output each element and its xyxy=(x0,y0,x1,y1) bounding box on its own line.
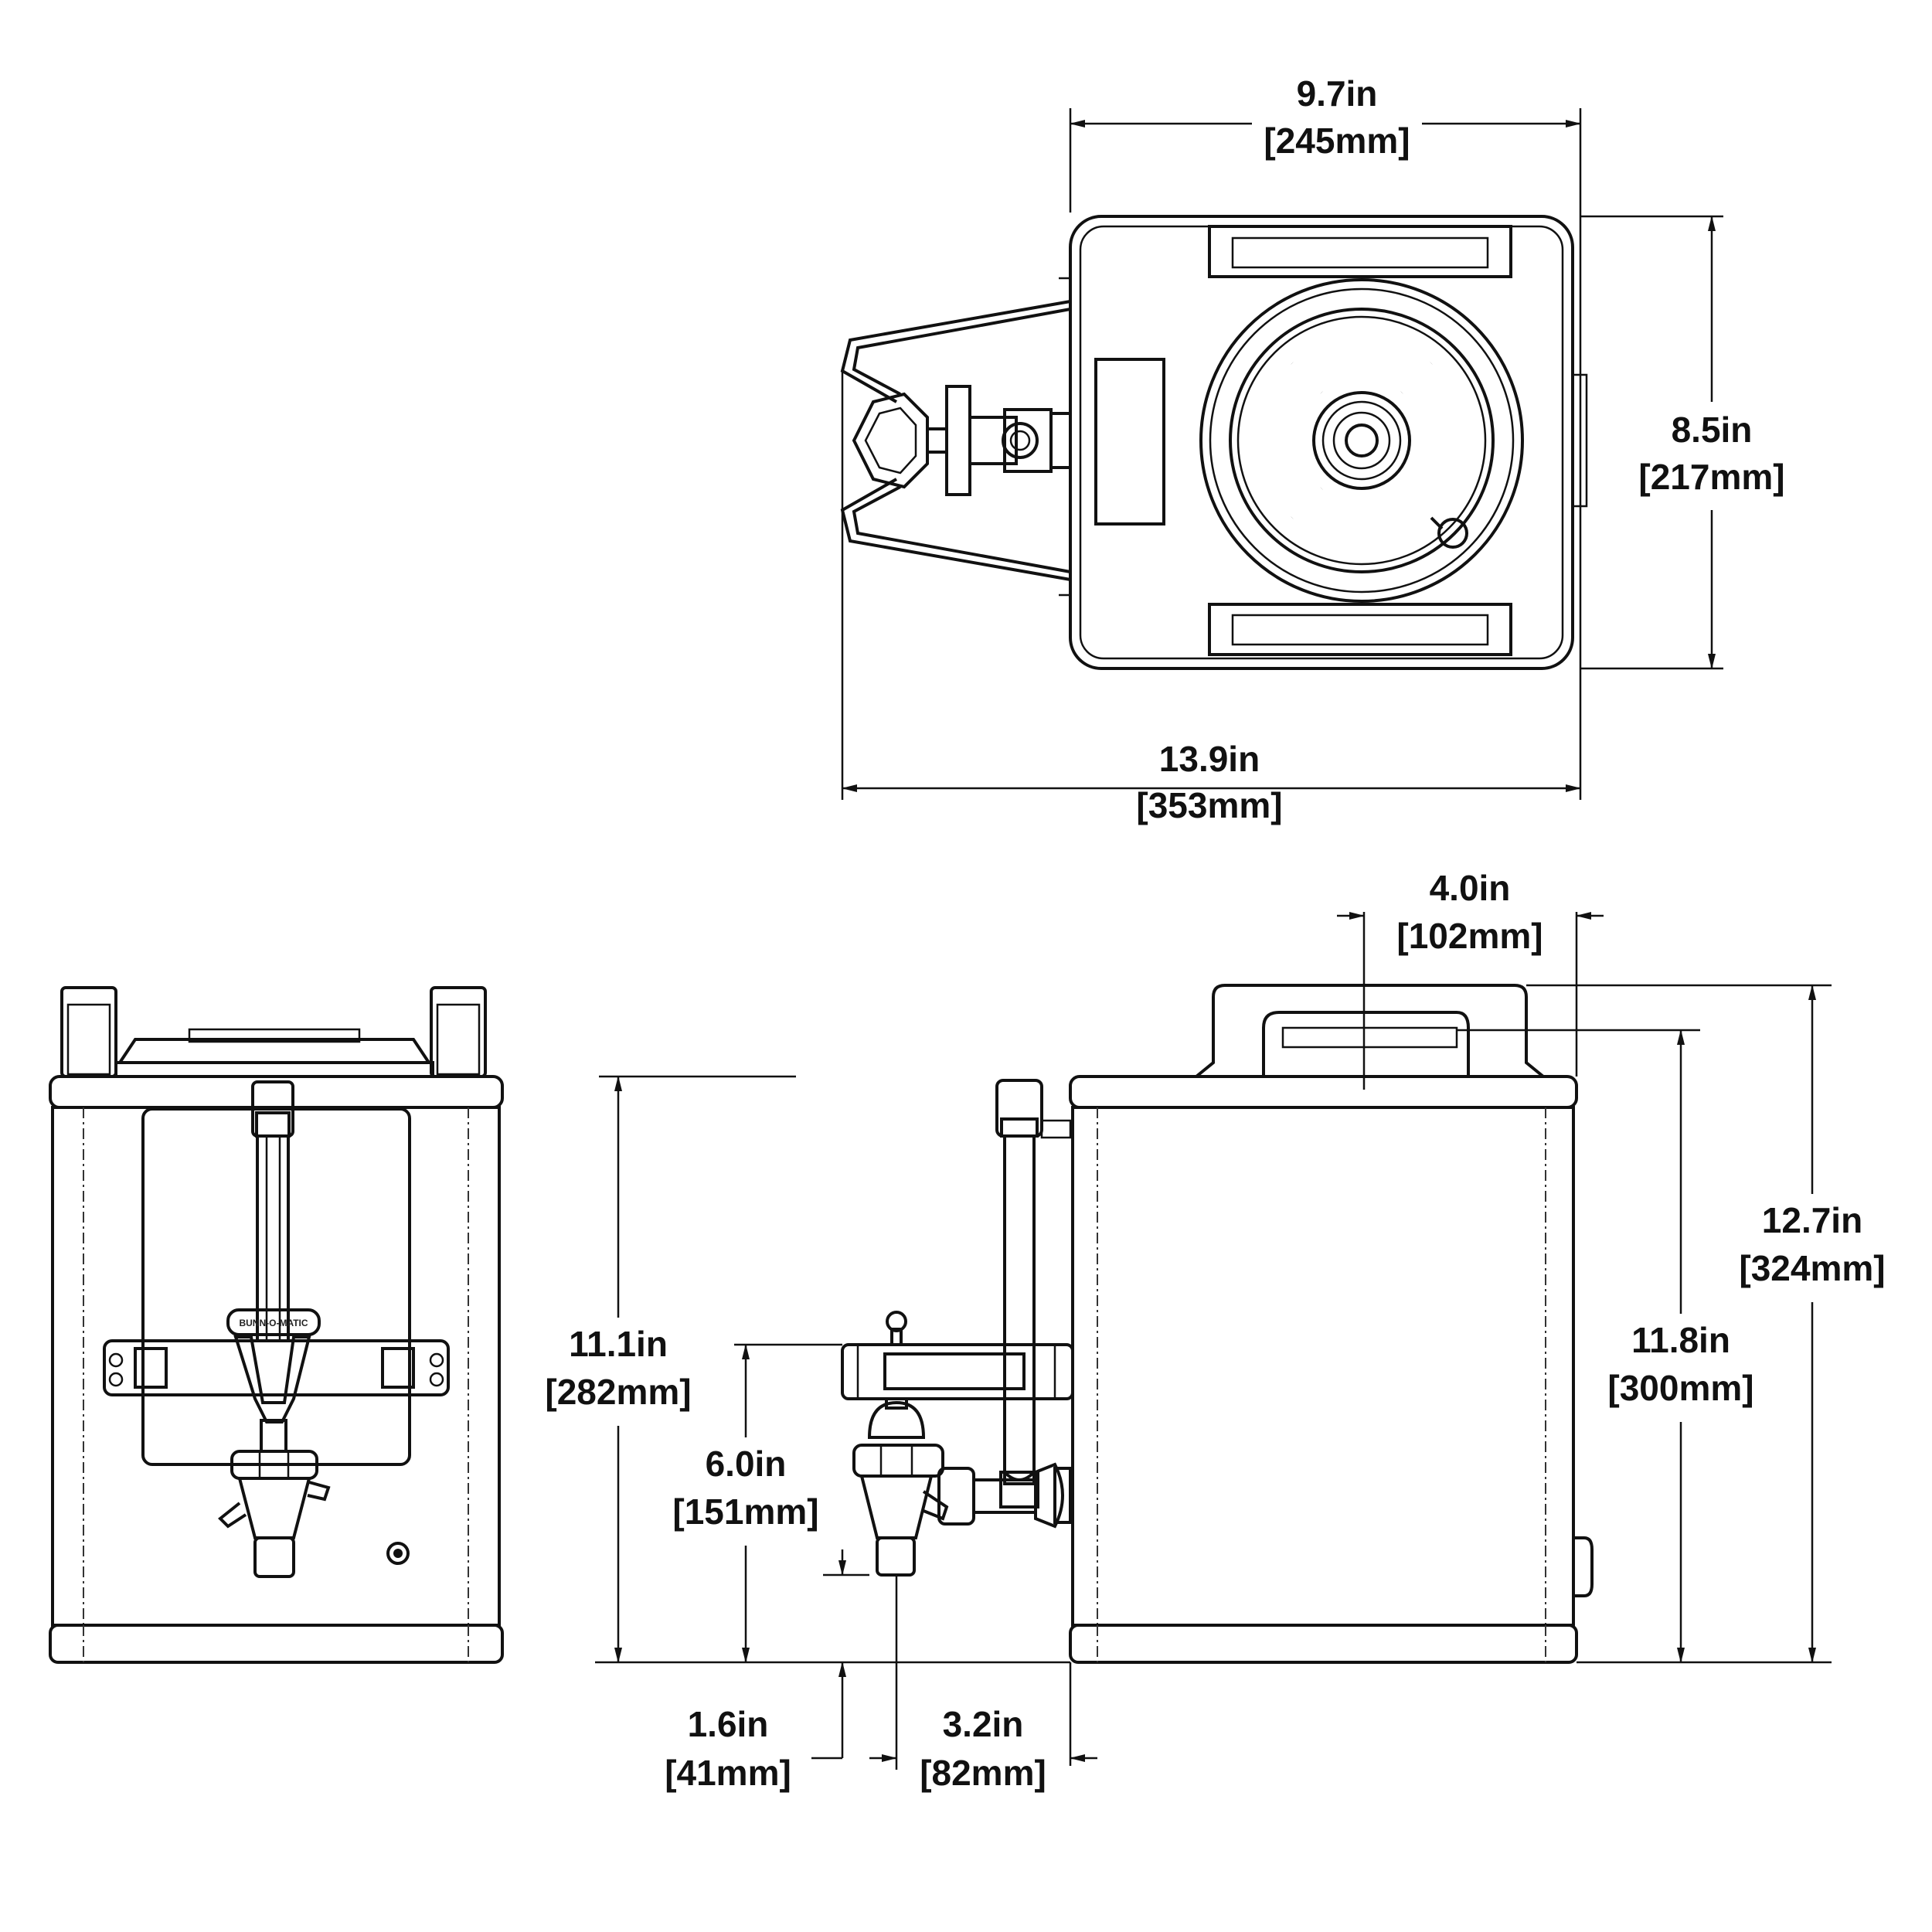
dim-faucet-height-mm: [151mm] xyxy=(672,1492,818,1532)
dim-top-depth-in: 8.5in xyxy=(1672,410,1753,450)
front-rack-bar xyxy=(103,1339,450,1396)
dim-lid-height: 11.8in [300mm] xyxy=(1607,1029,1754,1663)
front-faucet xyxy=(218,1335,331,1578)
dim-lid-height-mm: [300mm] xyxy=(1607,1368,1753,1408)
dim-lid-offset-in: 4.0in xyxy=(1430,868,1511,908)
side-view-top-rim xyxy=(1069,1075,1578,1109)
front-brand-badge xyxy=(226,1308,321,1336)
top-view: 9.7in [245mm] 8.5in [217mm] 13.9in [353m… xyxy=(840,73,1785,825)
side-view-lid xyxy=(1195,984,1545,1078)
dim-top-depth: 8.5in [217mm] xyxy=(1638,216,1785,669)
side-rack-bar xyxy=(841,1343,1074,1400)
side-view xyxy=(841,984,1594,1664)
dim-faucet-reach-mm: [82mm] xyxy=(920,1753,1046,1793)
dim-top-width-in: 9.7in xyxy=(1297,73,1378,114)
front-view-body xyxy=(51,1106,501,1627)
front-power-light xyxy=(386,1542,410,1565)
top-view-faucet-guard xyxy=(840,277,1071,597)
dim-body-height-mm: [282mm] xyxy=(545,1372,691,1412)
dim-lid-height-in: 11.8in xyxy=(1631,1320,1730,1360)
dim-overall-depth: 13.9in [353mm] xyxy=(842,739,1581,825)
side-view-base xyxy=(1069,1624,1578,1664)
side-faucet xyxy=(852,1311,1072,1577)
dim-faucet-height-in: 6.0in xyxy=(706,1444,787,1484)
dim-lid-offset-mm: [102mm] xyxy=(1396,916,1543,956)
dim-overall-depth-in: 13.9in xyxy=(1159,739,1260,779)
dim-body-height-in: 11.1in xyxy=(569,1324,668,1364)
dim-top-width-mm: [245mm] xyxy=(1264,121,1410,161)
dim-top-width: 9.7in [245mm] xyxy=(1070,73,1581,161)
front-view-base xyxy=(49,1624,504,1664)
dim-top-depth-mm: [217mm] xyxy=(1638,457,1784,497)
bottom-handle-bar xyxy=(1208,603,1512,656)
dim-faucet-clearance: 1.6in [41mm] xyxy=(665,1662,846,1793)
top-view-label-window xyxy=(1094,358,1165,526)
side-view-body xyxy=(1071,1106,1575,1627)
top-view-faucet xyxy=(852,385,1072,496)
front-brand-label: BUNN-O-MATIC xyxy=(239,1318,308,1328)
dim-faucet-height: 6.0in [151mm] xyxy=(672,1344,819,1663)
side-gauge-tube xyxy=(995,1079,1072,1509)
dim-overall-height: 12.7in [324mm] xyxy=(1739,985,1886,1663)
top-handle-bar xyxy=(1208,225,1512,278)
dim-faucet-clearance-in: 1.6in xyxy=(688,1704,769,1744)
top-view-lid xyxy=(1199,278,1524,603)
dim-faucet-reach: 3.2in [82mm] xyxy=(869,1704,1097,1793)
dim-body-height: 11.1in [282mm] xyxy=(545,1076,692,1663)
dim-faucet-reach-in: 3.2in xyxy=(943,1704,1024,1744)
front-view: BUNN-O-MATIC xyxy=(49,986,504,1664)
dim-lid-offset: 4.0in [102mm] xyxy=(1337,868,1604,956)
dim-overall-height-in: 12.7in xyxy=(1762,1200,1862,1240)
dim-overall-height-mm: [324mm] xyxy=(1739,1248,1885,1288)
dim-overall-depth-mm: [353mm] xyxy=(1136,785,1282,825)
dim-faucet-clearance-mm: [41mm] xyxy=(665,1753,791,1793)
